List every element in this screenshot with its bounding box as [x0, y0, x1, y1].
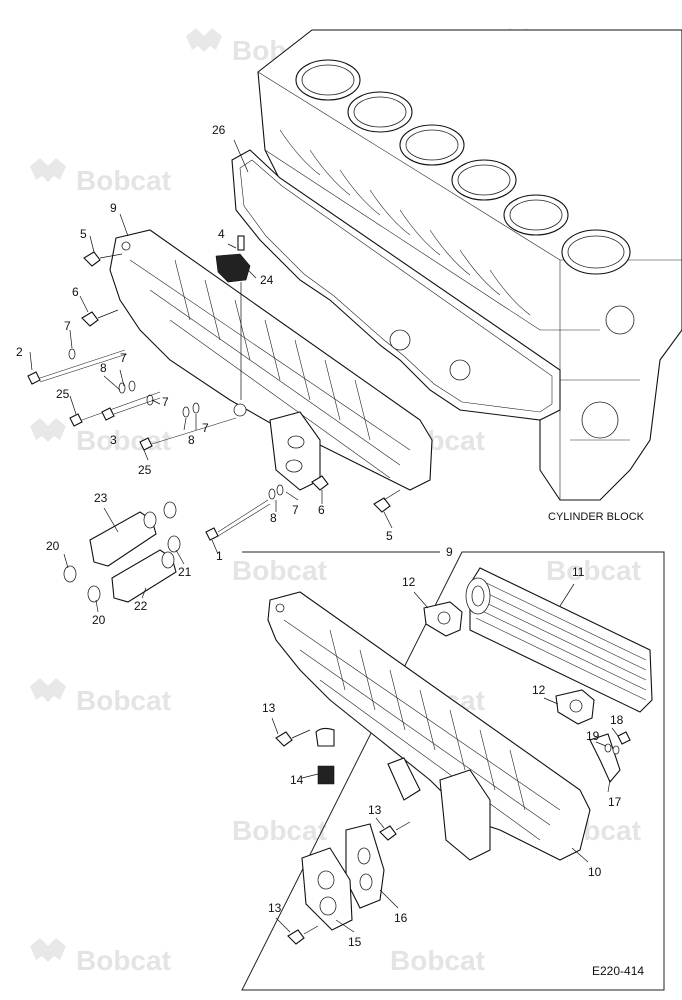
- callout-7: 7: [120, 351, 127, 365]
- callout-25: 25: [56, 387, 70, 401]
- cooler-core-part-11: [465, 567, 653, 713]
- callout-14: 14: [290, 773, 304, 787]
- cylinder-bores: [295, 59, 631, 275]
- gasket-part-12: [423, 601, 595, 725]
- callout-13: 13: [268, 901, 282, 915]
- callout-11: 11: [572, 565, 585, 579]
- callout-12: 12: [532, 683, 546, 697]
- callout-26: 26: [212, 123, 226, 137]
- bobcat-logo-icon: [186, 28, 222, 52]
- callout-7: 7: [64, 319, 71, 333]
- gasket-part-26: [231, 149, 561, 421]
- callout-2: 2: [16, 345, 23, 359]
- cover-part-15: [301, 847, 353, 931]
- watermark-text: Bobcat: [232, 815, 327, 846]
- callout-5: 5: [80, 227, 87, 241]
- callout-25: 25: [138, 463, 152, 477]
- leader-lines-lower: [271, 583, 619, 933]
- oil-cooler-housing-part-9: [109, 229, 433, 491]
- callout-20: 20: [92, 613, 106, 627]
- callout-1: 1: [216, 549, 223, 563]
- sensor-part-24: [215, 235, 251, 400]
- inset-detail-box: [241, 551, 665, 991]
- callout-12: 12: [402, 575, 416, 589]
- gasket-part-16: [345, 823, 385, 909]
- plug-part-14: [315, 727, 335, 785]
- figure-code: E220-414: [592, 964, 644, 978]
- bobcat-logo-icon: [30, 158, 66, 182]
- watermark-text: Bobcat: [76, 685, 171, 716]
- callout-16: 16: [394, 911, 408, 925]
- fasteners-lower: [275, 729, 411, 945]
- leader-lines-upper: [29, 139, 393, 613]
- watermark-text: Bobcat: [76, 945, 171, 976]
- cylinder-block: [257, 29, 682, 501]
- callout-6: 6: [72, 285, 79, 299]
- callout-22: 22: [134, 599, 148, 613]
- watermark-text: Bobcat: [76, 425, 171, 456]
- callout-4: 4: [218, 227, 225, 241]
- bobcat-logo-icon: [30, 678, 66, 702]
- callout-13: 13: [262, 701, 276, 715]
- callout-6: 6: [318, 503, 325, 517]
- watermark-text: Bobcat: [76, 165, 171, 196]
- watermark-text: Bobcat: [232, 555, 327, 586]
- callout-7: 7: [162, 395, 169, 409]
- watermark-text: Bobcat: [390, 945, 485, 976]
- callout-8: 8: [100, 361, 107, 375]
- bracket-part-17: [589, 731, 631, 784]
- callout-5: 5: [386, 529, 393, 543]
- callout-23: 23: [94, 491, 108, 505]
- callout-8: 8: [270, 511, 277, 525]
- callout-10: 10: [588, 865, 602, 879]
- callout-7: 7: [292, 503, 299, 517]
- callout-19: 19: [586, 729, 600, 743]
- oil-cooler-housing-detail: [267, 591, 591, 861]
- callout-13: 13: [368, 803, 382, 817]
- callout-20: 20: [46, 539, 60, 553]
- callout-17: 17: [608, 795, 622, 809]
- callout-7: 7: [202, 421, 209, 435]
- callout-9: 9: [110, 201, 117, 215]
- callout-9: 9: [446, 545, 453, 559]
- callout-3: 3: [110, 433, 117, 447]
- callout-numbers: 26 9 4 5 24 6 7 2 7 8 25 7 3 8 7 25 23 7…: [16, 123, 624, 949]
- callout-15: 15: [348, 935, 362, 949]
- cylinder-block-label: CYLINDER BLOCK: [548, 511, 645, 523]
- callout-21: 21: [178, 565, 192, 579]
- bobcat-logo-icon: [30, 418, 66, 442]
- filter-elements: [63, 501, 181, 603]
- watermark-text: Bobcat: [546, 555, 641, 586]
- bobcat-logo-icon: [30, 938, 66, 962]
- callout-24: 24: [260, 273, 274, 287]
- callout-18: 18: [610, 713, 624, 727]
- callout-8: 8: [188, 433, 195, 447]
- fasteners-upper: [27, 251, 401, 541]
